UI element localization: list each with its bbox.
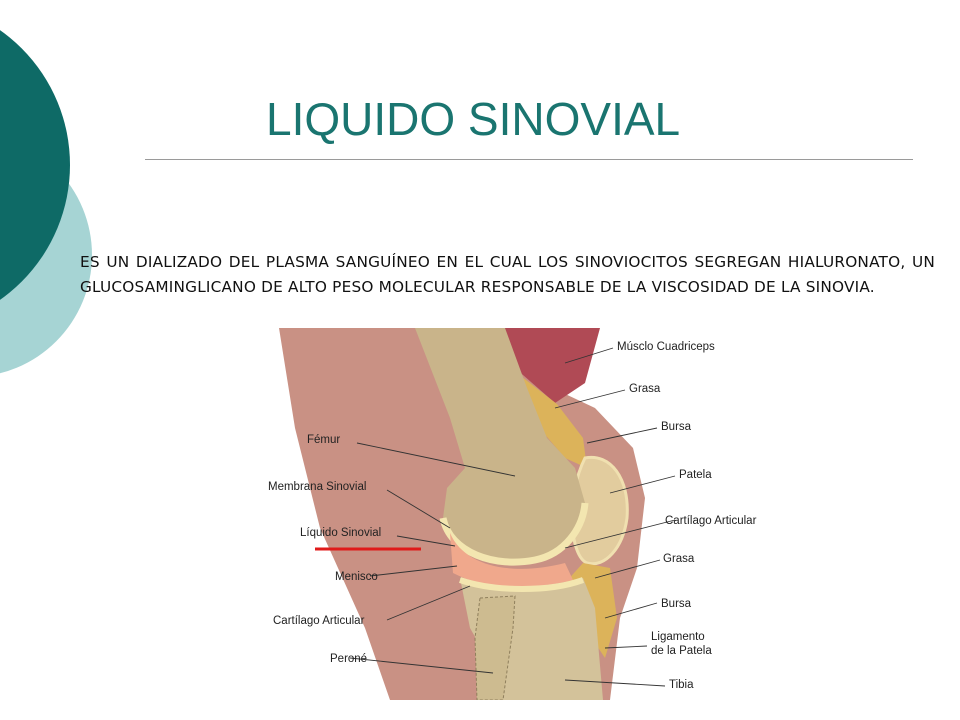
label-bursa-top: Bursa <box>661 421 692 433</box>
tibial-cartilage <box>459 577 585 592</box>
fibula-bone <box>474 595 516 700</box>
title-divider <box>145 159 913 160</box>
label-bursa-bottom: Bursa <box>661 598 692 610</box>
label-cartilago-articular-right: Cartílago Articular <box>665 515 757 527</box>
label-musculo-cuadriceps: Músclo Cuadriceps <box>617 341 715 353</box>
label-membrana-sinovial: Membrana Sinovial <box>268 481 366 493</box>
joint-space <box>450 533 573 587</box>
label-ligamento-line2: de la Patela <box>651 645 712 657</box>
label-ligamento-line1: Ligamento <box>651 631 705 643</box>
label-tibia: Tibia <box>669 679 694 691</box>
label-femur: Fémur <box>307 434 340 446</box>
femoral-cartilage <box>439 502 589 566</box>
quadriceps-muscle <box>500 328 600 403</box>
label-cartilago-articular-left: Cartílago Articular <box>273 615 365 627</box>
label-grasa-top: Grasa <box>629 383 661 395</box>
decorative-circles <box>0 30 92 374</box>
slide-title: LIQUIDO SINOVIAL <box>266 93 681 145</box>
label-liquido-sinovial: Líquido Sinovial <box>300 527 381 539</box>
label-perone: Peroné <box>330 653 367 665</box>
dark-teal-circle <box>0 30 70 300</box>
fat-top <box>513 370 587 468</box>
label-patela: Patela <box>679 469 712 481</box>
femur-bone <box>415 328 585 560</box>
skin-edge <box>265 328 390 700</box>
label-grasa-bottom: Grasa <box>663 553 695 565</box>
knee-joint-diagram: Fémur Membrana Sinovial Líquido Sinovial… <box>265 328 757 700</box>
slide-body-text: ES UN DIALIZADO DEL PLASMA SANGUÍNEO EN … <box>80 253 935 296</box>
label-menisco: Menisco <box>335 571 378 583</box>
